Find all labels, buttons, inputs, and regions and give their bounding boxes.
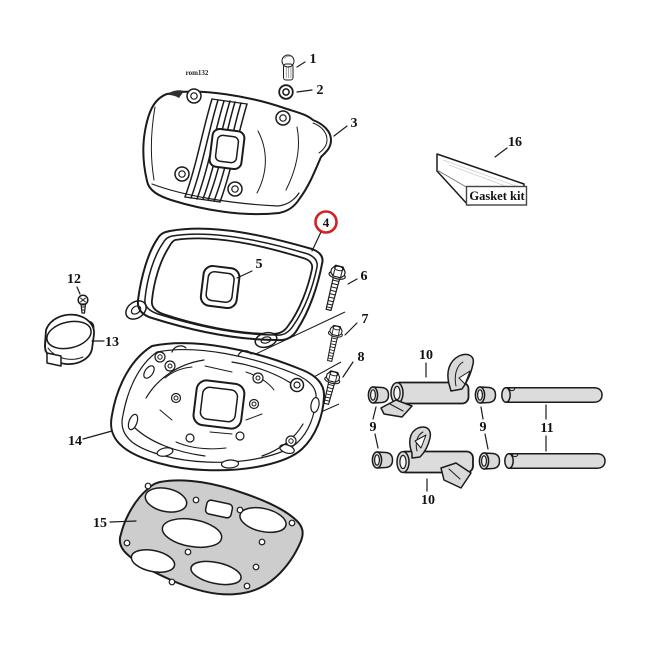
callout-4: 4 [323,215,330,230]
part-9-bushing-b [474,386,497,404]
callout-9-right: 9 [480,420,487,435]
part-3-rocker-cover [142,88,332,216]
part-15-lower-gasket [118,479,304,596]
part-1-screw [281,54,295,81]
callout-5: 5 [256,257,263,272]
callout-11: 11 [540,421,553,436]
callout-13: 13 [105,335,119,350]
callout-1: 1 [310,52,317,67]
part-7-bolt [327,324,345,362]
callout-12: 12 [67,272,81,287]
part-9-bushing-c [371,451,394,469]
callout-14: 14 [68,434,82,449]
part-10-rocker-arm-top [380,353,475,418]
part-5-plate [150,237,314,335]
callout-10-bottom: 10 [421,493,435,508]
callout-6: 6 [361,269,368,284]
part-6-bolt [325,263,349,312]
callout-10-top: 10 [419,348,433,363]
part-12-screw [77,294,89,314]
part-9-bushing-a [367,386,390,404]
leader-lines [76,61,547,523]
gasket-kit-label: Gasket kit [469,189,525,203]
highlight-circle [314,210,338,234]
part-2-washer [278,84,294,100]
watermark-text: rom132 [186,69,209,77]
callout-9-left: 9 [370,420,377,435]
callout-8: 8 [358,350,365,365]
part-11-rocker-shaft-top [501,387,603,403]
part-9-bushing-d [478,452,501,470]
part-11-rocker-shaft-bottom [504,453,606,469]
part-10-rocker-arm-bottom [396,426,474,489]
part-14-rocker-housing [110,342,326,472]
callout-16: 16 [508,135,522,150]
callout-4-highlight: 4 [314,210,338,234]
callout-7: 7 [362,312,369,327]
part-16-gasket-kit: Gasket kit [436,153,528,206]
part-8-bolt [323,369,343,405]
callout-15: 15 [93,516,107,531]
cover-bolt-recesses [174,88,291,197]
callout-2: 2 [317,83,324,98]
callouts: 1 2 3 5 6 7 8 9 9 10 10 11 12 13 14 15 1… [67,52,554,531]
part-13-breather-cover [44,313,95,367]
part-4-cover-gasket [125,227,324,349]
callout-3: 3 [351,116,358,131]
gasket-kit-label-box [465,185,528,206]
